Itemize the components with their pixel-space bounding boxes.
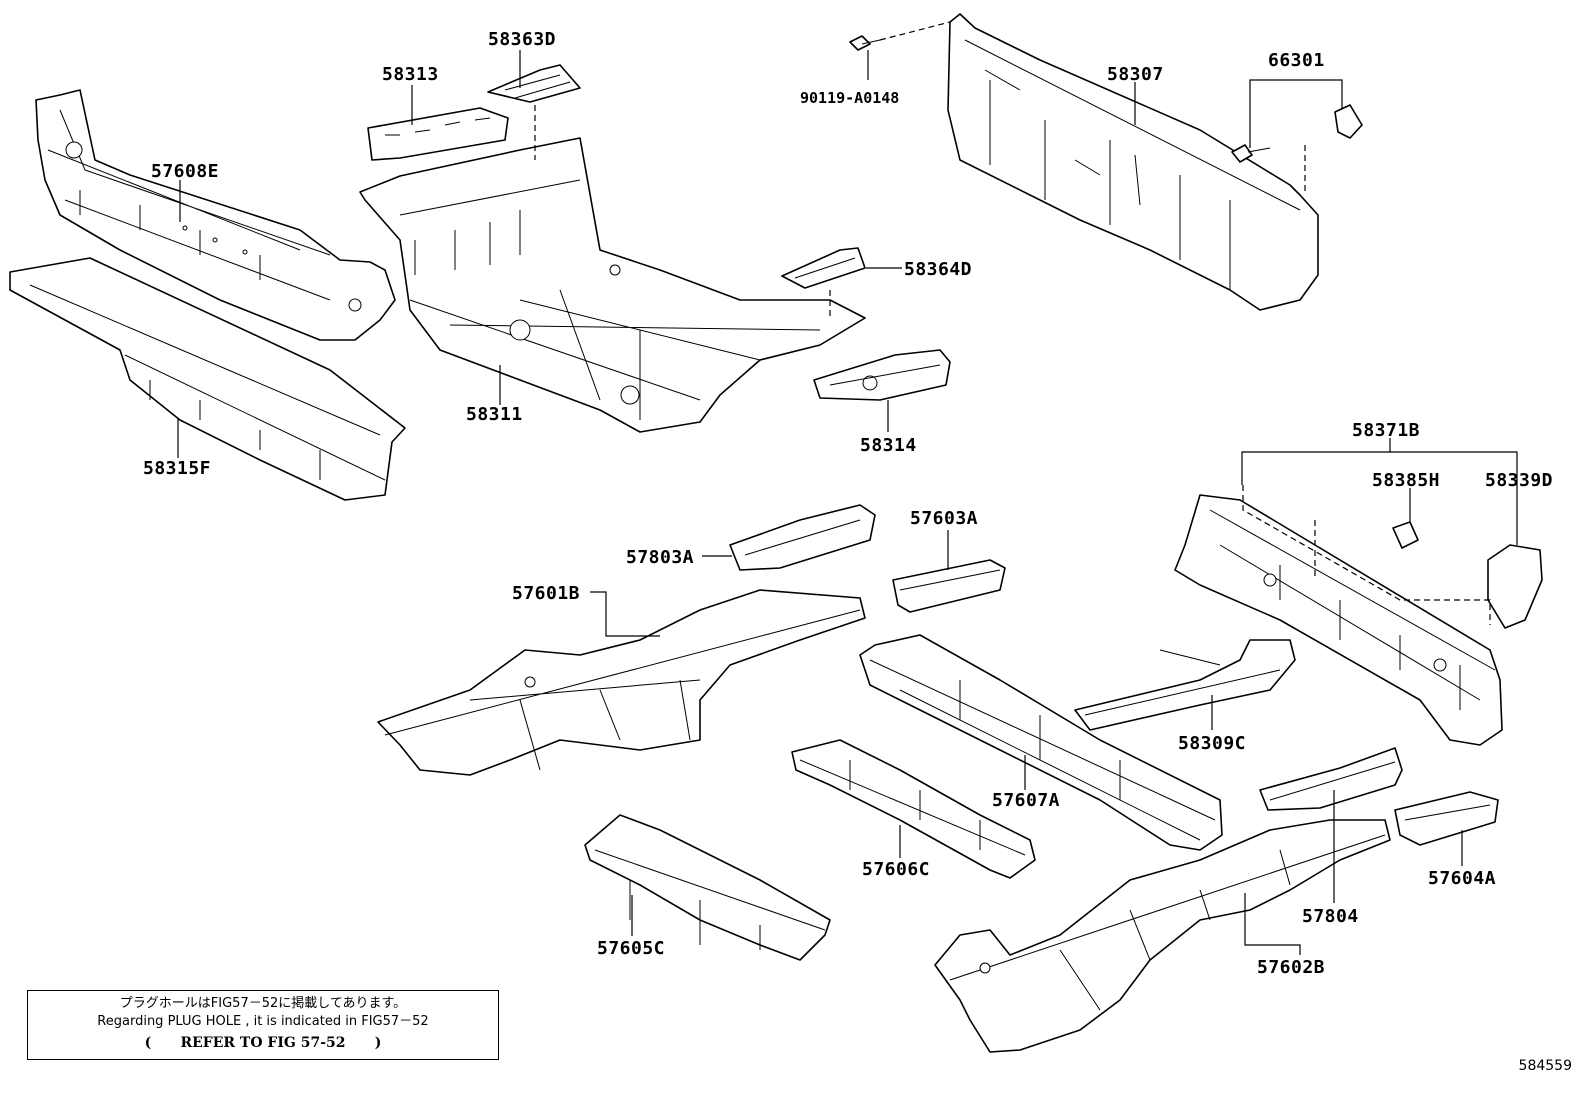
part-58385H <box>1392 521 1419 549</box>
part-58339D <box>1487 544 1543 629</box>
label-57604A: 57604A <box>1428 868 1496 889</box>
part-58371B <box>1174 494 1503 746</box>
part-57607A <box>859 634 1223 851</box>
label-58314: 58314 <box>860 435 917 456</box>
label-58385H: 58385H <box>1372 470 1440 491</box>
label-57606C: 57606C <box>862 859 930 880</box>
figure-number: 584559 <box>1518 1058 1572 1074</box>
label-58371B: 58371B <box>1352 420 1420 441</box>
part-labels: 58363D 58313 57608E 90119-A0148 58307 66… <box>143 29 1553 978</box>
part-58315F <box>9 257 406 501</box>
note-reference-link[interactable]: ( REFER TO FIG 57-52 ) <box>144 1035 382 1051</box>
label-57607A: 57607A <box>992 790 1060 811</box>
part-58309C <box>1074 639 1296 731</box>
part-57604A <box>1394 791 1499 846</box>
part-58314 <box>813 349 951 401</box>
part-57606C <box>791 739 1036 879</box>
leader-lines <box>177 50 1518 955</box>
part-90119-bolt <box>849 35 881 51</box>
part-57605C <box>584 814 831 961</box>
label-57804: 57804 <box>1302 906 1359 927</box>
part-58311 <box>359 137 866 433</box>
label-58315F: 58315F <box>143 458 211 479</box>
label-66301: 66301 <box>1268 50 1325 71</box>
label-57602B: 57602B <box>1257 957 1325 978</box>
plug-hole-note: プラグホールはFIG57－52に掲載してあります。 Regarding PLUG… <box>27 990 499 1060</box>
label-58311: 58311 <box>466 404 523 425</box>
label-57601B: 57601B <box>512 583 580 604</box>
part-58307 <box>947 13 1319 311</box>
part-58363D <box>487 64 581 103</box>
part-57603A <box>892 559 1006 613</box>
label-58307: 58307 <box>1107 64 1164 85</box>
label-58309C: 58309C <box>1178 733 1246 754</box>
label-58313: 58313 <box>382 64 439 85</box>
label-90119-A0148: 90119-A0148 <box>800 89 899 107</box>
part-57608E <box>35 89 396 341</box>
label-58339D: 58339D <box>1485 470 1553 491</box>
part-58313 <box>367 107 509 161</box>
label-57803A: 57803A <box>626 547 694 568</box>
part-66301 <box>1231 104 1363 163</box>
part-57804 <box>1259 747 1403 811</box>
label-58363D: 58363D <box>488 29 556 50</box>
note-japanese-text: プラグホールはFIG57－52に掲載してあります。 <box>119 996 407 1011</box>
part-57601B <box>377 589 866 776</box>
note-english-text: Regarding PLUG HOLE , it is indicated in… <box>97 1014 429 1029</box>
part-57602B <box>934 819 1391 1053</box>
part-57803A <box>729 504 876 571</box>
part-58364D <box>781 247 866 289</box>
label-57603A: 57603A <box>910 508 978 529</box>
label-57605C: 57605C <box>597 938 665 959</box>
label-58364D: 58364D <box>904 259 972 280</box>
label-57608E: 57608E <box>151 161 219 182</box>
